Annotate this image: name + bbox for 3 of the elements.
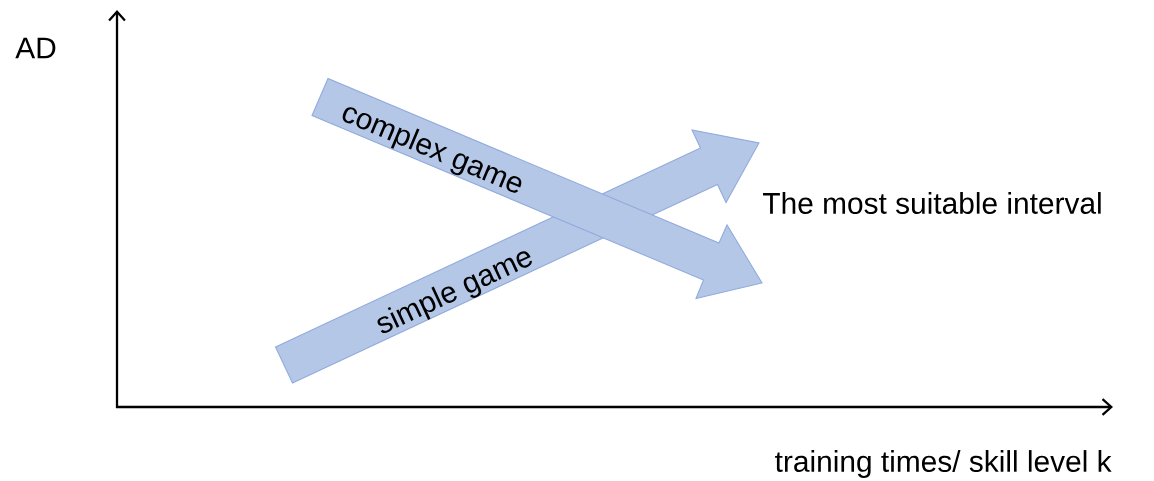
axis-label: training times/ skill level k	[775, 450, 1112, 478]
axis-label: AD	[15, 37, 56, 59]
annotation-text: The most suitable interval	[763, 192, 1101, 214]
